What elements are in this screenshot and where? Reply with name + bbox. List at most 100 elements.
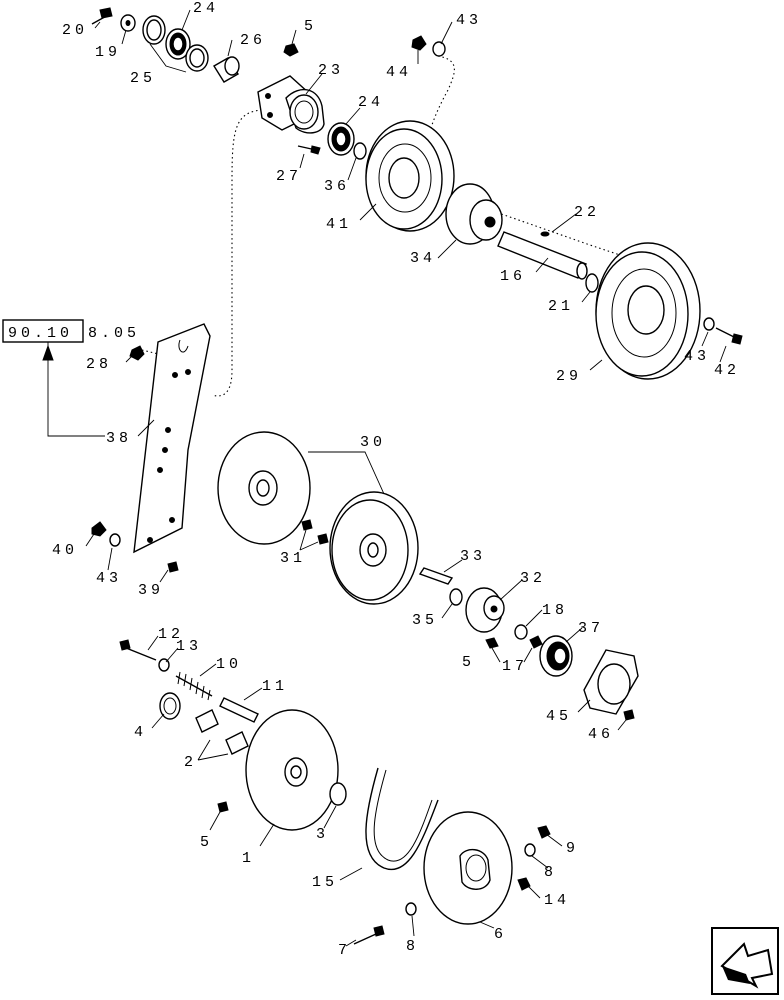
seal-ring-25b [185,44,209,72]
nut-5-top [283,43,299,57]
callout-8-bottom: 8 [406,938,419,955]
reference-arrow-icon [42,344,54,361]
callout-25: 25 [130,70,156,87]
shaft-16 [497,231,588,280]
callout-40: 40 [52,542,78,559]
bolt-46 [623,709,635,721]
ring-35 [449,588,463,606]
next-page-arrow-icon [720,942,774,989]
key-22 [540,231,550,237]
callout-7: 7 [338,942,351,959]
callout-30: 30 [360,434,386,451]
callout-23: 23 [318,62,344,79]
leader-lines [85,9,727,947]
assembly-line-shaft [425,55,621,256]
callout-45: 45 [546,708,572,725]
pulley-41 [365,120,455,232]
callout-31: 31 [280,550,306,567]
callout-43-right: 43 [684,348,710,365]
bolt-7 [353,925,385,945]
leader-2 [197,739,229,761]
washer-18 [514,624,528,640]
callout-11: 11 [262,678,288,695]
callout-26: 26 [240,32,266,49]
bolts-31 [301,519,329,545]
pulley-half-30a [217,431,311,545]
reference-boxed-text: 90.10 [8,325,73,342]
spring-10 [175,671,213,701]
nut-40 [91,521,107,537]
callout-35: 35 [412,612,438,629]
reference-box [2,319,84,343]
callout-39: 39 [138,582,164,599]
bushing-26 [213,56,240,83]
callout-29: 29 [556,368,582,385]
belt-15 [365,767,439,871]
callout-18: 18 [542,602,568,619]
callout-19: 19 [95,44,121,61]
callout-27: 27 [276,168,302,185]
assembly-line-bracket [211,109,263,397]
callout-12: 12 [158,626,184,643]
pulley-29 [595,242,701,380]
washer-19-hole [125,20,131,26]
washer-43-left [109,533,121,547]
bolt-12 [119,639,157,661]
ring-3 [329,782,347,806]
reference-rest-text: 8.05 [88,325,140,342]
bolt-17 [529,635,543,649]
callout-33: 33 [460,548,486,565]
bolt-27 [297,145,321,155]
washer-8-top [524,843,536,857]
nut-14 [517,877,531,891]
callout-5-mid: 5 [462,654,475,671]
next-page-button[interactable] [711,927,779,995]
hub-34 [445,183,503,245]
bearing-24-top [165,28,191,60]
callout-15: 15 [312,874,338,891]
bearing-37 [539,635,573,677]
callout-42: 42 [714,362,740,379]
callout-32: 32 [520,570,546,587]
callout-10: 10 [216,656,242,673]
bearing-24 [327,122,355,156]
callout-36: 36 [324,178,350,195]
callout-17: 17 [502,658,528,675]
washer-8-bottom [405,902,417,916]
pin-11 [219,697,259,723]
leader-25 [149,43,187,73]
nut-44 [411,35,427,51]
callout-9: 9 [566,840,579,857]
callout-4: 4 [134,724,147,741]
callout-3: 3 [316,826,329,843]
callout-2: 2 [184,754,197,771]
pin-33 [418,567,454,585]
cover-45 [583,649,639,715]
seal-ring-25a [142,15,166,45]
ring-21 [585,273,599,293]
callout-22: 22 [574,204,600,221]
callout-34: 34 [410,250,436,267]
disc-1 [245,709,339,831]
callout-38: 38 [106,430,132,447]
callout-5-bottom: 5 [200,834,213,851]
bracket-38 [133,323,211,554]
callout-5-top: 5 [304,18,317,35]
callout-8-top: 8 [544,864,557,881]
bolt-42 [715,327,743,345]
bushings-2 [195,709,249,755]
callout-6: 6 [494,926,507,943]
pulley-half-30b [329,491,419,605]
nut-5-mid [485,637,499,649]
bolt-20 [91,7,113,25]
bolt-5-bottom [217,801,229,813]
callout-13: 13 [176,638,202,655]
reference-arrow-line [47,342,105,437]
nut-28 [129,345,145,361]
callout-44: 44 [386,64,412,81]
callout-43-top: 43 [456,12,482,29]
callout-41: 41 [326,216,352,233]
callout-16: 16 [500,268,526,285]
callout-1: 1 [242,850,255,867]
